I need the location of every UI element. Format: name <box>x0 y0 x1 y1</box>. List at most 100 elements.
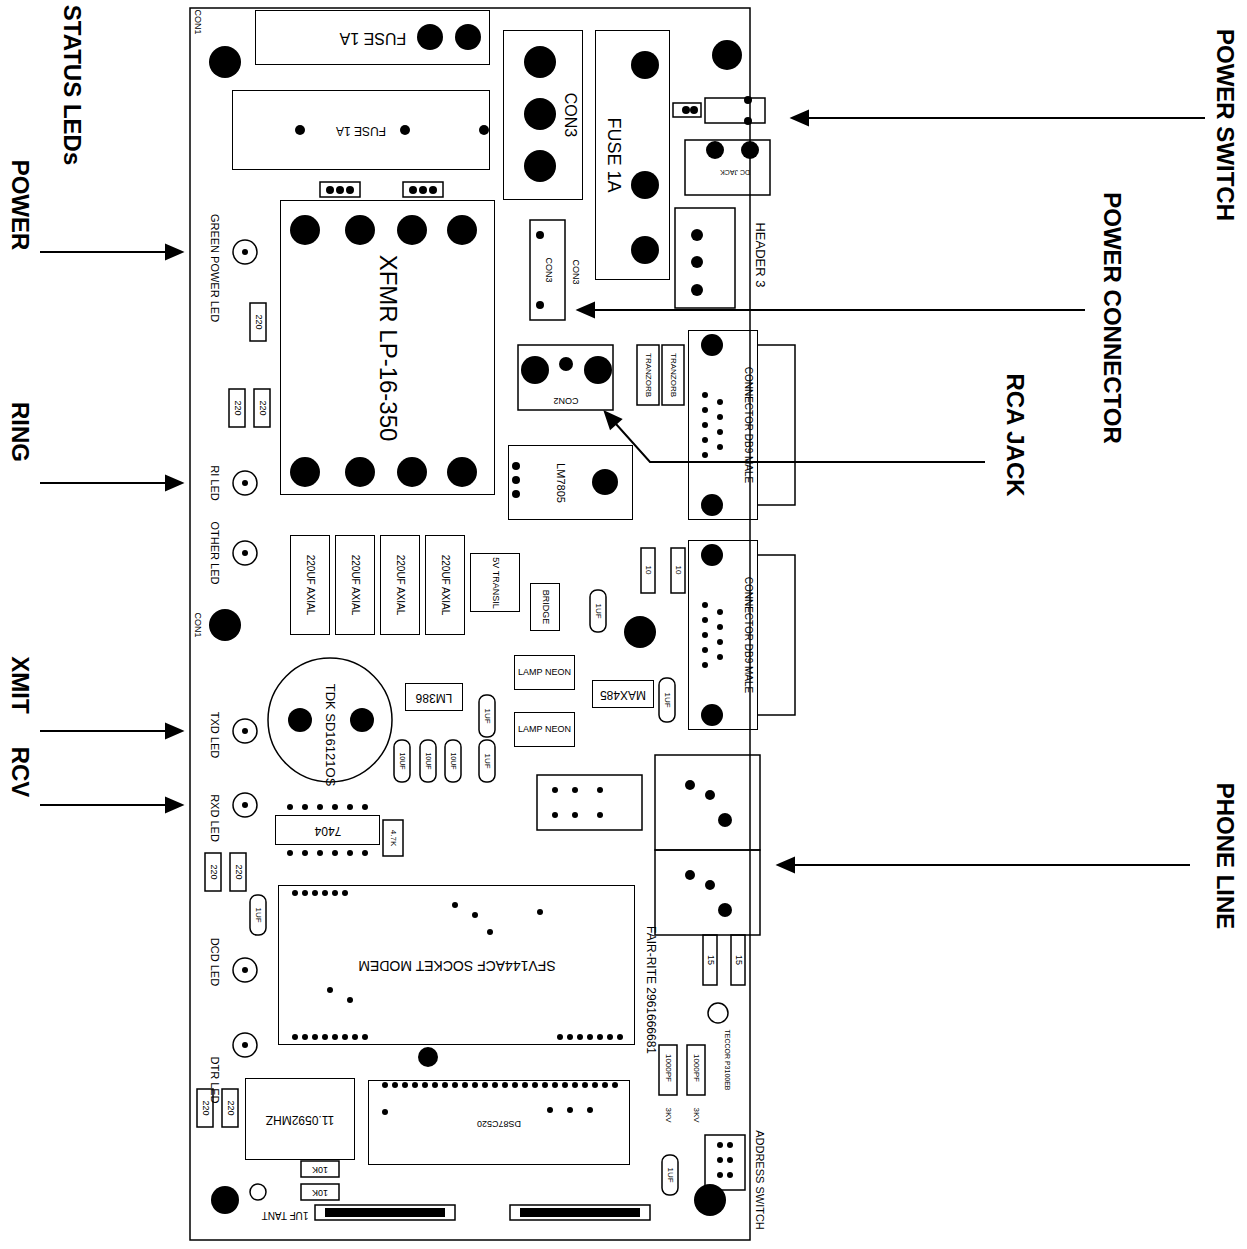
pin <box>302 1034 308 1040</box>
component-box: 220UF AXIAL <box>380 535 420 635</box>
silkscreen-label: 15 <box>705 955 715 965</box>
pin <box>587 1107 593 1113</box>
capacitor-symbol <box>420 740 436 782</box>
pin <box>572 812 578 818</box>
pad <box>336 186 344 194</box>
pin <box>718 903 732 917</box>
part-label: FUSE 1A <box>336 123 386 136</box>
pin <box>702 617 708 623</box>
component-box: CONNECTOR DB9 MALE <box>688 330 758 520</box>
pin <box>702 407 708 413</box>
header <box>675 208 735 308</box>
address-switch <box>705 1135 745 1190</box>
pin <box>422 1082 428 1088</box>
silkscreen-label: 1UF TANT <box>262 1210 309 1221</box>
silkscreen-label: FAIR-RITE 2961666681 <box>643 926 656 1054</box>
pin <box>302 890 308 896</box>
component-box: 220UF AXIAL <box>290 535 330 635</box>
silkscreen-label: 10 <box>644 566 653 575</box>
pin <box>552 787 558 793</box>
pin <box>382 1082 388 1088</box>
pin <box>717 624 723 630</box>
led <box>233 471 257 495</box>
pad <box>290 215 320 245</box>
part-label: 7404 <box>314 823 341 836</box>
pin <box>312 890 318 896</box>
component-box: LAMP NEON <box>514 655 575 690</box>
pin <box>705 790 715 800</box>
pin <box>702 662 708 668</box>
silkscreen-label: CON1 <box>192 612 202 637</box>
pad <box>536 301 544 309</box>
silkscreen-label: 10UF <box>449 752 457 769</box>
arrowhead <box>166 798 182 812</box>
pin <box>717 609 723 615</box>
silkscreen-label: 3KV <box>664 1107 673 1122</box>
leader-line <box>806 117 1205 119</box>
part-label: CONNECTOR DB9 MALE <box>743 367 754 484</box>
part-label: 220UF AXIAL <box>305 555 316 616</box>
pin <box>317 804 323 810</box>
pin <box>392 1082 398 1088</box>
part-label: LM386 <box>416 690 453 703</box>
silkscreen-label: TXD LED <box>209 712 221 758</box>
silkscreen-label: 10UF <box>424 752 432 769</box>
component-box: BRIDGE <box>530 583 560 631</box>
pad <box>290 457 320 487</box>
silkscreen-label: GREEN POWER LED <box>209 214 221 322</box>
part-label: 220UF AXIAL <box>350 555 361 616</box>
mounting-hole <box>712 40 742 70</box>
pin <box>452 902 458 908</box>
component-box: LM7805 <box>508 445 633 520</box>
capacitor-symbol <box>590 590 606 632</box>
pin <box>552 812 558 818</box>
part-label: SFV144ACF SOCKET MODEM <box>358 957 555 972</box>
pad <box>701 704 723 726</box>
pad <box>397 215 427 245</box>
pad <box>512 490 520 498</box>
component-box: MAX485 <box>592 680 654 708</box>
silkscreen-label: CON3 <box>570 259 580 284</box>
silkscreen-label: CON2 <box>553 395 578 405</box>
component-box: DS87C520 <box>368 1080 630 1165</box>
arrowhead <box>166 724 182 738</box>
arrowhead <box>166 476 182 490</box>
pin <box>302 850 308 856</box>
resistor-symbol <box>641 548 655 593</box>
pad <box>701 334 723 356</box>
silkscreen-label: 4.7K <box>389 830 398 846</box>
capacitor-symbol <box>662 1155 678 1195</box>
pin <box>342 1034 348 1040</box>
component-box: 11.0592MHZ <box>245 1078 355 1160</box>
pin <box>292 1034 298 1040</box>
pad <box>417 24 443 50</box>
silkscreen-label: OTHER LED <box>209 522 221 585</box>
pin <box>332 850 338 856</box>
pin <box>347 997 353 1003</box>
led-dot <box>242 480 248 486</box>
pin <box>717 1142 723 1148</box>
pin <box>362 804 368 810</box>
pad <box>691 284 703 296</box>
pin <box>557 1034 563 1040</box>
pin <box>552 1082 558 1088</box>
pin <box>592 1082 598 1088</box>
relay <box>537 775 642 830</box>
mounting-hole <box>694 1184 726 1216</box>
pin <box>302 804 308 810</box>
pin <box>432 1082 438 1088</box>
arrowhead <box>792 111 808 125</box>
component-box: 220UF AXIAL <box>425 535 465 635</box>
pad <box>455 24 481 50</box>
pad <box>409 186 417 194</box>
mounting-hole <box>418 1047 438 1067</box>
resistor-symbol <box>301 1184 339 1200</box>
callout-label: POWER CONNECTOR <box>1099 192 1125 444</box>
mounting-hole <box>209 609 241 641</box>
pad <box>288 708 312 732</box>
silkscreen-label: DTR LED <box>209 1056 221 1103</box>
pin <box>287 850 293 856</box>
pad <box>400 125 410 135</box>
pad <box>521 356 549 384</box>
